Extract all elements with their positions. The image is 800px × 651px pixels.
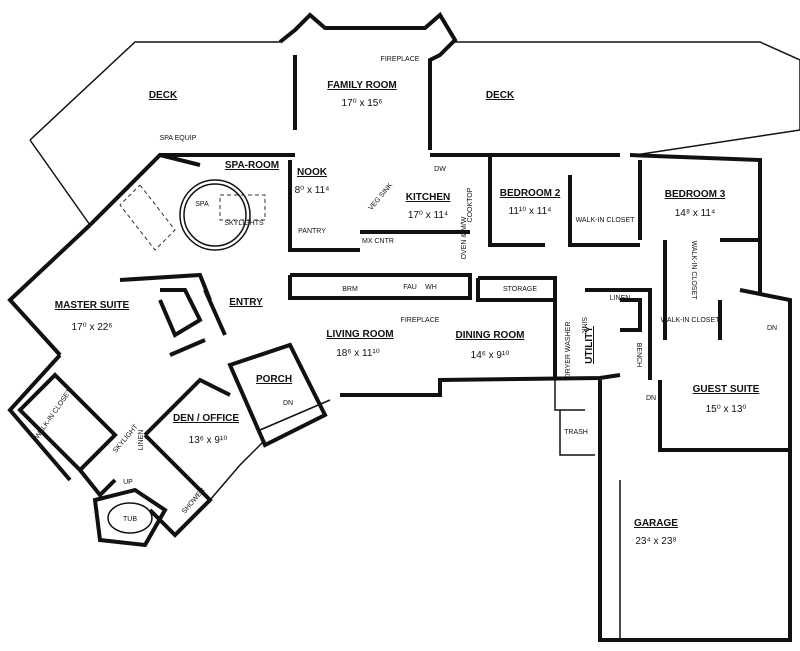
master-suite-label: MASTER SUITE (55, 300, 130, 311)
dryer-washer-label: DRYER WASHER (565, 322, 572, 379)
fau-label: FAU (403, 284, 417, 291)
trash-label: TRASH (564, 429, 588, 436)
storage-label: STORAGE (503, 286, 537, 293)
garage-dims: 23⁴ x 23⁸ (635, 536, 676, 547)
veg-sink-label: VEG SINK (368, 182, 395, 212)
guest-suite-label: GUEST SUITE (693, 384, 760, 395)
bedroom3-label: BEDROOM 3 (665, 189, 726, 200)
dn-porch-label: DN (283, 400, 293, 407)
deck-left-label: DECK (149, 90, 178, 101)
bedroom2-dims: 11¹⁰ x 11⁴ (509, 206, 552, 217)
shower-label: SHOWER (181, 487, 207, 516)
deck-right-label: DECK (486, 90, 515, 101)
pantry-label: PANTRY (298, 228, 326, 235)
den-office-label: DEN / OFFICE (173, 413, 239, 424)
dw-label: DW (434, 166, 446, 173)
wh-label: WH (425, 284, 437, 291)
walkin-closet-master-label: WALK-IN CLOSET (34, 387, 74, 440)
walkin-closet-b3-label: WALK-IN CLOSET (690, 241, 697, 301)
brm-label: BRM (342, 286, 358, 293)
linen-master-label: LINEN (138, 430, 145, 451)
entry-label: ENTRY (229, 297, 263, 308)
fireplace-living-label: FIREPLACE (401, 317, 440, 324)
living-room-dims: 18⁶ x 11¹⁰ (336, 348, 380, 359)
kitchen-dims: 17⁰ x 11⁴ (408, 210, 448, 221)
walls (7, 11, 800, 642)
nook-label: NOOK (297, 167, 328, 178)
den-office-dims: 13⁶ x 9¹⁰ (189, 435, 228, 446)
tub-label: TUB (123, 516, 137, 523)
mx-cntr-label: MX CNTR (362, 238, 394, 245)
spa-room-label: SPA-ROOM (225, 160, 279, 171)
skylights-label: SKYLIGHTS (224, 220, 264, 227)
skylight-label: SKYLIGHT (112, 423, 140, 455)
cooktop-label: COOKTOP (467, 187, 474, 222)
fireplace-family-label: FIREPLACE (381, 56, 420, 63)
dn-guest-label: DN (767, 325, 777, 332)
kitchen-label: KITCHEN (406, 192, 450, 203)
guest-suite-dims: 15⁰ x 13⁰ (706, 404, 747, 415)
utility-label: UTILITY (584, 326, 595, 364)
bedroom3-dims: 14⁸ x 11⁴ (675, 208, 716, 219)
porch-label: PORCH (256, 374, 292, 385)
nook-dims: 8⁰ x 11⁴ (295, 185, 330, 196)
spa-equip-label: SPA EQUIP (160, 135, 197, 142)
bedroom2-label: BEDROOM 2 (500, 188, 561, 199)
linen-hall-label: LINEN (610, 295, 631, 302)
up-label: UP (123, 479, 133, 486)
walkin-closet-guest-label: WALK-IN CLOSET (661, 317, 721, 324)
garage-label: GARAGE (634, 518, 678, 529)
dining-room-label: DINING ROOM (456, 330, 525, 341)
master-suite-dims: 17⁰ x 22⁶ (72, 322, 113, 333)
walkin-closet-b2-label: WALK-IN CLOSET (576, 217, 636, 224)
family-room-dims: 17⁰ x 15⁶ (342, 98, 383, 109)
oven-label: OVEN & M/W (461, 216, 468, 259)
family-room-label: FAMILY ROOM (327, 80, 396, 91)
spa-label: SPA (195, 201, 209, 208)
dn-garage-label: DN (646, 395, 656, 402)
bench-label: BENCH (635, 343, 642, 368)
living-room-label: LIVING ROOM (326, 329, 393, 340)
dining-room-dims: 14⁶ x 9¹⁰ (471, 350, 510, 361)
sink-label: SINK (580, 317, 587, 334)
